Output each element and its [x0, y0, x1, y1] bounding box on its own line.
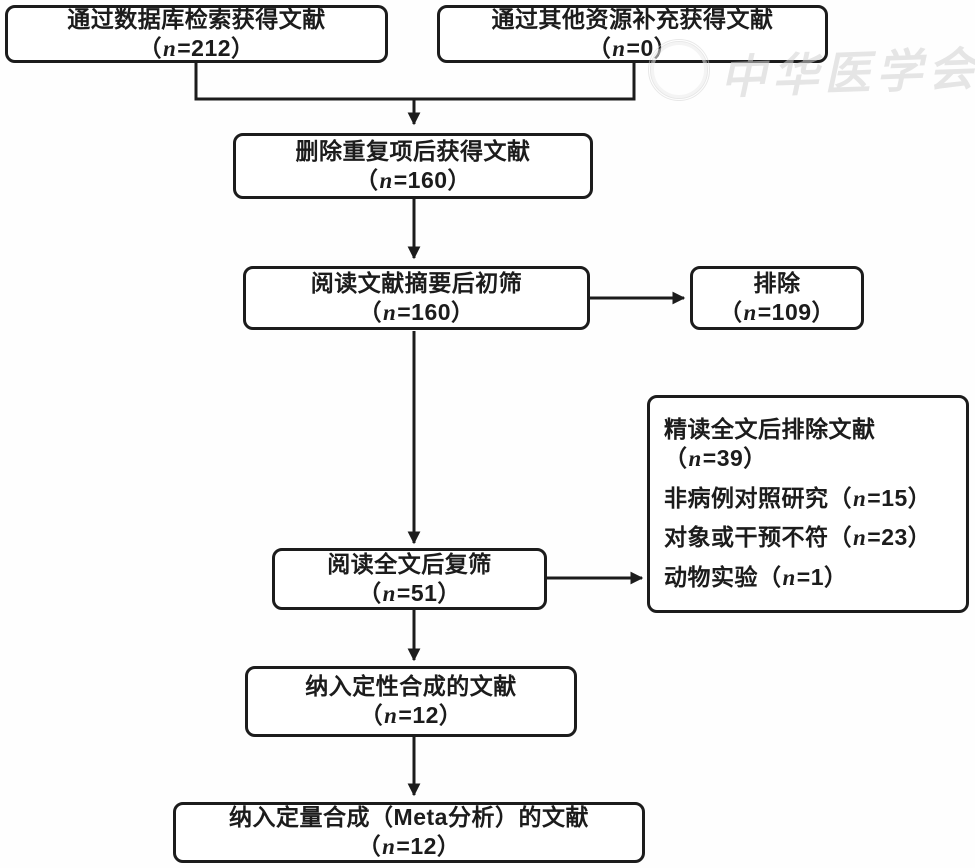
box-qualitative-synthesis: 纳入定性合成的文献（n=12） — [245, 666, 577, 737]
box-qualitative-synthesis-label: 纳入定性合成的文献（n=12） — [305, 673, 517, 728]
box-abstract-screening: 阅读文献摘要后初筛（n=160） — [243, 266, 590, 330]
box-database-search-label: 通过数据库检索获得文献（n=212） — [67, 5, 326, 61]
box-fulltext-screening: 阅读全文后复筛（n=51） — [272, 548, 547, 610]
box-other-sources: 通过其他资源补充获得文献（n=0） — [437, 5, 828, 63]
box-fulltext-excluded-details: 精读全文后排除文献（n=39） 非病例对照研究（n=15） 对象或干预不符（n=… — [647, 395, 969, 613]
box-fulltext-screening-label: 阅读全文后复筛（n=51） — [327, 550, 492, 606]
box-other-sources-label: 通过其他资源补充获得文献（n=0） — [491, 5, 774, 61]
box-abstract-screening-label: 阅读文献摘要后初筛（n=160） — [310, 269, 523, 325]
box-excluded-initial: 排除（n=109） — [690, 266, 864, 330]
box-quantitative-synthesis: 纳入定量合成（Meta分析）的文献（n=12） — [173, 802, 645, 863]
excluded-detail-line: 非病例对照研究（n=15） — [664, 484, 932, 511]
merge-connector — [194, 63, 636, 101]
excluded-detail-line: 对象或干预不符（n=23） — [664, 524, 932, 551]
excluded-detail-line: 精读全文后排除文献（n=39） — [664, 416, 876, 471]
box-quantitative-synthesis-label: 纳入定量合成（Meta分析）的文献（n=12） — [229, 804, 589, 859]
box-deduplicated: 删除重复项后获得文献（n=160） — [233, 133, 593, 199]
box-database-search: 通过数据库检索获得文献（n=212） — [5, 5, 388, 63]
box-deduplicated-label: 删除重复项后获得文献（n=160） — [295, 137, 531, 193]
box-excluded-initial-label: 排除（n=109） — [718, 269, 836, 325]
excluded-detail-line: 动物实验（n=1） — [664, 564, 848, 591]
